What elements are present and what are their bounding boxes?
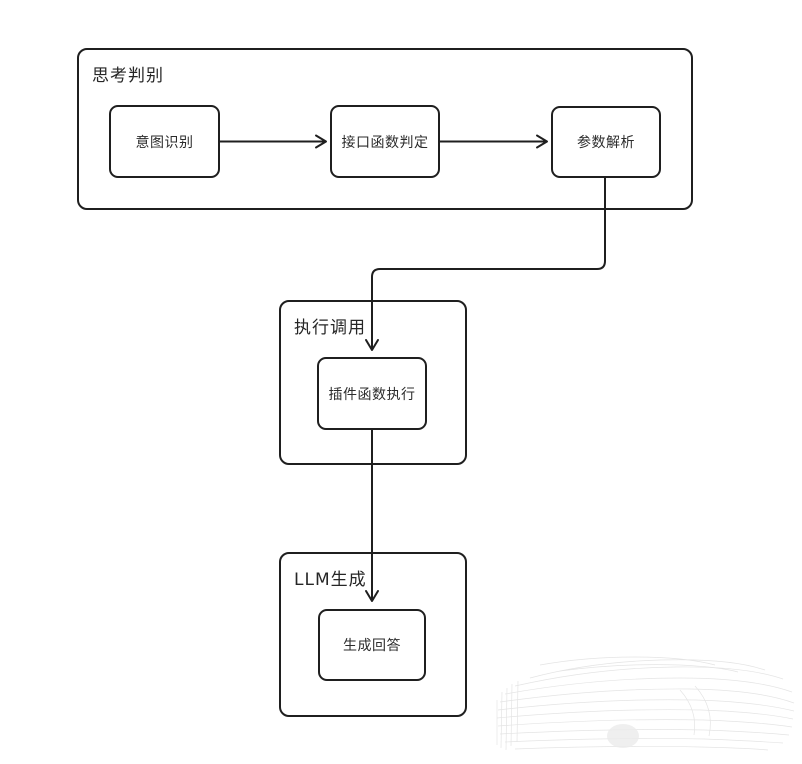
node-interface-label: 接口函数判定 <box>341 134 429 151</box>
group-llm-title: LLM生成 <box>294 570 367 590</box>
node-parameter-parsing: 参数解析 <box>551 106 661 178</box>
node-plugin-function-execution: 插件函数执行 <box>317 357 427 430</box>
node-answer-label: 生成回答 <box>343 638 401 654</box>
watermark-blob <box>607 724 639 748</box>
group-execution-title: 执行调用 <box>294 318 366 338</box>
node-generate-answer: 生成回答 <box>318 609 426 681</box>
group-llm-generation: LLM生成 <box>279 552 467 717</box>
node-plugin-label: 插件函数执行 <box>328 386 416 403</box>
node-interface-function-decision: 接口函数判定 <box>330 105 440 178</box>
node-params-label: 参数解析 <box>577 135 635 151</box>
node-intent-label: 意图识别 <box>135 134 194 151</box>
node-intent-recognition: 意图识别 <box>109 105 220 178</box>
group-thinking-title: 思考判别 <box>92 66 164 86</box>
